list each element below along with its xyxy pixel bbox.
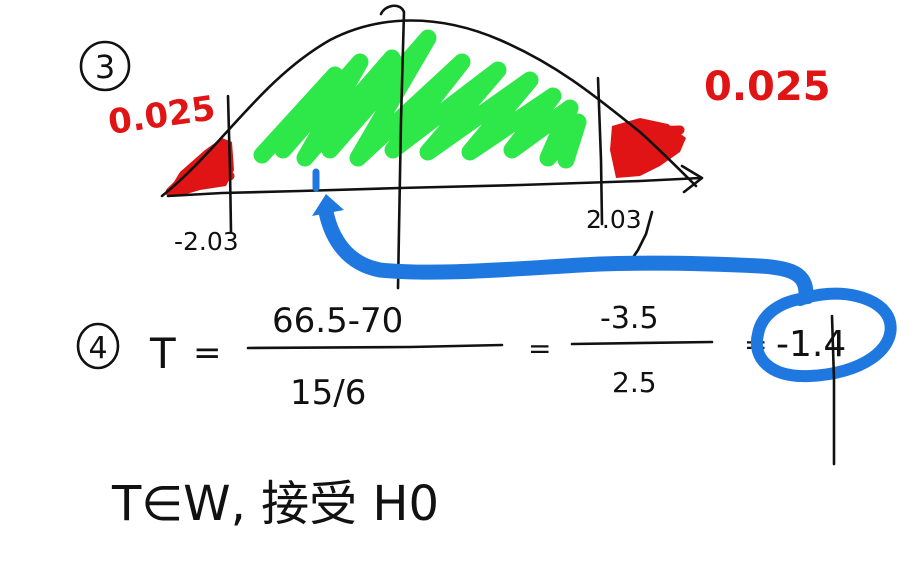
step4-computation: 4 T = 66.5-70 15/6 = -3.5 2.5 = -1.4 xyxy=(76,287,897,466)
left-critical-line xyxy=(226,94,233,234)
vertical-axis xyxy=(379,4,406,290)
fraction-numerator: 66.5-70 xyxy=(272,301,403,341)
horizontal-axis xyxy=(166,176,702,198)
result-circle xyxy=(750,287,897,383)
simplified-denominator: 2.5 xyxy=(612,366,657,399)
right-critical-line xyxy=(596,76,604,226)
right-critical-value-label: 2.03 xyxy=(586,205,642,234)
step4-number-circle: 4 xyxy=(76,322,120,370)
result-stem xyxy=(830,314,836,466)
simplified-numerator: -3.5 xyxy=(600,301,659,336)
simplified-fraction-bar xyxy=(570,340,714,346)
acceptance-region-fill xyxy=(253,29,587,169)
fraction-bar xyxy=(246,343,504,350)
step3-number: 3 xyxy=(95,48,115,86)
step3-diagram: 3 0.025 0.025 -2.03 2.03 xyxy=(79,4,831,290)
second-equals-sign: = xyxy=(528,332,551,365)
first-equals-sign: = xyxy=(193,333,222,373)
conclusion-text: T∈W, 接受 H0 xyxy=(111,476,439,532)
conclusion: T∈W, 接受 H0 xyxy=(111,476,439,532)
step3-number-circle: 3 xyxy=(79,40,131,92)
fraction-denominator: 15/6 xyxy=(290,373,366,413)
result-value: -1.4 xyxy=(776,324,846,365)
result-pointer-arrow xyxy=(312,194,814,302)
statistic-symbol: T xyxy=(149,329,176,378)
right-tail-area-label: 0.025 xyxy=(704,64,831,110)
arrowhead xyxy=(312,194,344,216)
step4-number: 4 xyxy=(88,331,107,366)
left-critical-value-label: -2.03 xyxy=(174,227,239,256)
left-tail-area-label: 0.025 xyxy=(106,88,218,143)
density-curve xyxy=(160,19,698,198)
horizontal-axis-arrowhead xyxy=(680,164,704,194)
